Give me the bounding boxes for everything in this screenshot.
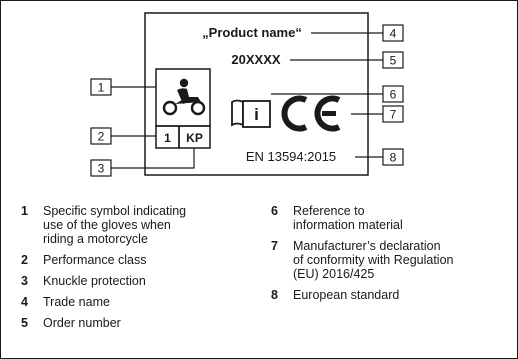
legend-item-3: 3 Knuckle protection xyxy=(21,274,251,288)
legend-number: 7 xyxy=(271,239,278,253)
legend-item-5: 5 Order number xyxy=(21,316,251,330)
callout-number: 4 xyxy=(390,27,397,41)
legend-item-1: 1 Specific symbol indicating use of the … xyxy=(21,204,251,246)
callout-1: 1 xyxy=(90,78,112,96)
callout-3: 3 xyxy=(90,159,112,177)
legend-number: 3 xyxy=(21,274,28,288)
info-symbol-text: i xyxy=(254,105,259,124)
callout-number: 2 xyxy=(98,130,105,144)
callout-5: 5 xyxy=(382,51,404,69)
callout-number: 5 xyxy=(390,54,397,68)
legend-text: Reference to information material xyxy=(293,204,403,232)
motorcycle-icon xyxy=(162,78,206,116)
motorcycle-pictogram xyxy=(155,68,211,127)
callout-2: 2 xyxy=(90,127,112,145)
legend-left: 1 Specific symbol indicating use of the … xyxy=(21,204,251,337)
leader-line-3 xyxy=(111,148,195,169)
information-book-icon: i xyxy=(231,99,271,128)
legend-item-7: 7 Manufacturer’s declaration of conformi… xyxy=(271,239,511,281)
legend-number: 6 xyxy=(271,204,278,218)
legend-number: 4 xyxy=(21,295,28,309)
ce-mark xyxy=(281,95,341,132)
legend-number: 1 xyxy=(21,204,28,218)
legend-text: Knuckle protection xyxy=(43,274,146,288)
callout-7: 7 xyxy=(382,105,404,123)
legend-item-2: 2 Performance class xyxy=(21,253,251,267)
callout-number: 8 xyxy=(390,151,397,165)
callout-8: 8 xyxy=(382,148,404,166)
standard-text: EN 13594:2015 xyxy=(246,149,336,164)
legend-item-4: 4 Trade name xyxy=(21,295,251,309)
callout-6: 6 xyxy=(382,85,404,103)
callout-number: 1 xyxy=(98,81,105,95)
legend-number: 8 xyxy=(271,288,278,302)
legend-text: Order number xyxy=(43,316,121,330)
legend-number: 5 xyxy=(21,316,28,330)
legend-text: Trade name xyxy=(43,295,110,309)
legend-number: 2 xyxy=(21,253,28,267)
product-name-text: „Product name“ xyxy=(202,25,302,40)
performance-class-text: 1 xyxy=(164,131,171,145)
legend-text: European standard xyxy=(293,288,400,302)
callout-number: 6 xyxy=(390,88,397,102)
glove-label-diagram: „Product name“ 20XXXX 1 KP i xyxy=(90,12,404,177)
order-number-text: 20XXXX xyxy=(231,52,280,67)
legend-right: 6 Reference to information material 7 Ma… xyxy=(271,204,511,309)
legend-item-8: 8 European standard xyxy=(271,288,511,302)
legend-text: Manufacturer’s declaration of conformity… xyxy=(293,239,454,281)
callout-number: 7 xyxy=(390,108,397,122)
legend-text: Specific symbol indicating use of the gl… xyxy=(43,204,187,246)
callout-4: 4 xyxy=(382,24,404,42)
legend-text: Performance class xyxy=(43,253,147,267)
legend-item-6: 6 Reference to information material xyxy=(271,204,511,232)
callout-number: 3 xyxy=(98,162,105,176)
knuckle-protection-text: KP xyxy=(186,131,203,145)
